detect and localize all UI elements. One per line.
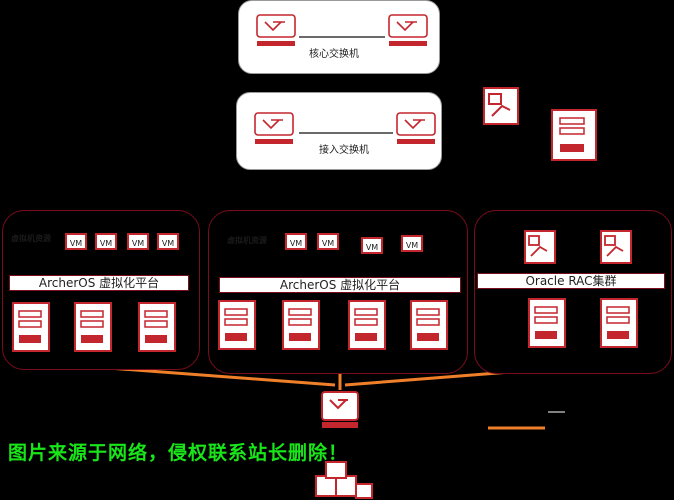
vm-node: VM — [317, 233, 339, 250]
storage-icon — [483, 87, 519, 125]
cluster-archeros-2: 虚拟机资源 VM VM VM VM ArcherOS 虚拟化平台 — [208, 210, 468, 374]
cluster-oracle-rac: Oracle RAC集群 — [474, 210, 672, 374]
vm-node: VM — [285, 233, 307, 250]
link-left-cluster — [94, 365, 336, 387]
storage-switch-icon — [321, 391, 359, 428]
storage-row — [524, 230, 632, 264]
cluster-tag: 虚拟机资源 — [227, 236, 267, 245]
platform-bar: ArcherOS 虚拟化平台 — [9, 275, 189, 291]
server-icon — [551, 109, 597, 161]
access-switch-label: 接入交换机 — [319, 145, 369, 156]
vm-node: VM — [401, 235, 423, 252]
platform-bar: ArcherOS 虚拟化平台 — [219, 277, 461, 293]
storage-cube-icon — [315, 461, 373, 499]
core-switch-label: 核心交换机 — [309, 49, 359, 60]
vm-node: VM — [95, 233, 117, 250]
vm-node: VM — [157, 233, 179, 250]
vm-node: VM — [361, 237, 383, 254]
cluster-archeros-1: 虚拟机资源 VM VM VM VM ArcherOS 虚拟化平台 — [2, 210, 200, 370]
watermark-text: 图片来源于网络，侵权联系站长删除！ — [8, 442, 349, 464]
vm-node: VM — [127, 233, 149, 250]
core-switch: 核心交换机 — [238, 0, 440, 74]
platform-bar: Oracle RAC集群 — [477, 273, 665, 289]
switch-icon — [254, 112, 436, 144]
vm-node: VM — [65, 233, 87, 250]
access-switch: 接入交换机 — [236, 92, 442, 170]
server-row — [528, 298, 638, 348]
server-row — [12, 302, 176, 352]
cluster-tag: 虚拟机资源 — [11, 234, 51, 243]
server-row — [218, 300, 448, 350]
switch-icon — [256, 14, 428, 46]
